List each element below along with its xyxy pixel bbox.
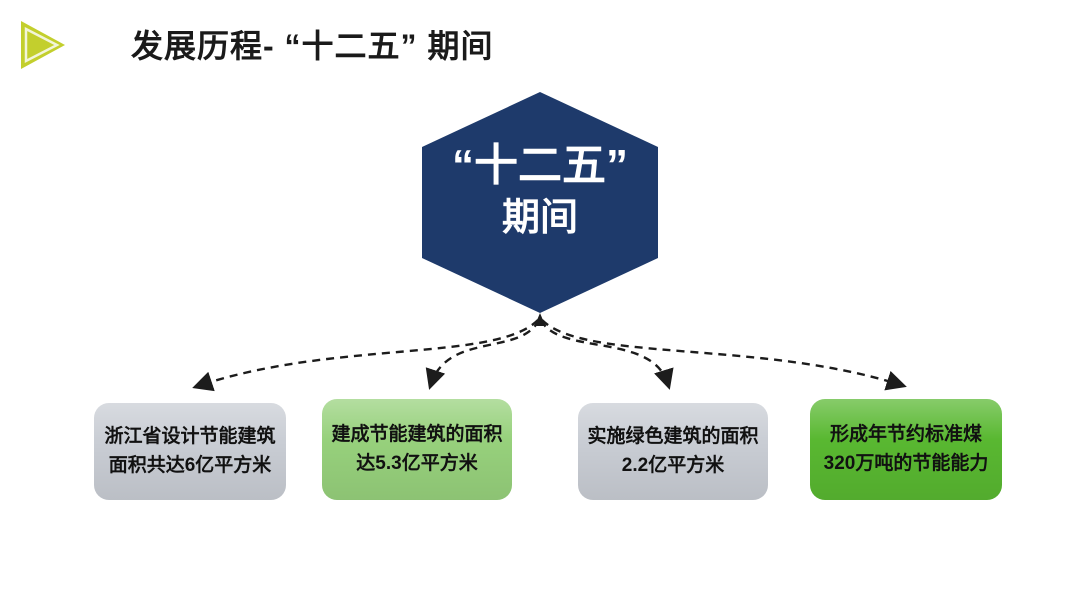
connector-to-card-1 [192,319,539,392]
play-triangle-inner-outline [24,26,60,64]
stat-card-text-line2: 面积共达6亿平方米 [108,454,272,476]
play-triangle-icon [21,21,65,69]
stat-card-text-line2: 2.2亿平方米 [621,454,725,476]
stat-card-text-line2: 达5.3亿平方米 [356,452,478,474]
hexagon-shape [422,92,658,313]
stat-card-text-line1: 建成节能建筑的面积 [331,424,503,445]
connector-to-card-3 [539,319,674,390]
stat-card-text-line2: 320万吨的节能能力 [823,452,989,474]
connector-to-card-2 [425,319,541,390]
stat-card-text-line1: 浙江省设计节能建筑 [104,426,276,447]
stat-card-built-energy-saving-area: 建成节能建筑的面积 达5.3亿平方米 [322,399,512,500]
connector-to-card-4 [541,319,907,391]
stat-card-green-building-area: 实施绿色建筑的面积 2.2亿平方米 [578,403,768,500]
stat-card-coal-saving-capacity: 形成年节约标准煤 320万吨的节能能力 [810,399,1002,500]
stat-card-text-line1: 实施绿色建筑的面积 [587,426,759,447]
page-title: 发展历程- “十二五” 期间 [131,28,494,64]
stat-card-text-line1: 形成年节约标准煤 [829,424,982,445]
stat-card-designed-building-area: 浙江省设计节能建筑 面积共达6亿平方米 [94,403,286,500]
